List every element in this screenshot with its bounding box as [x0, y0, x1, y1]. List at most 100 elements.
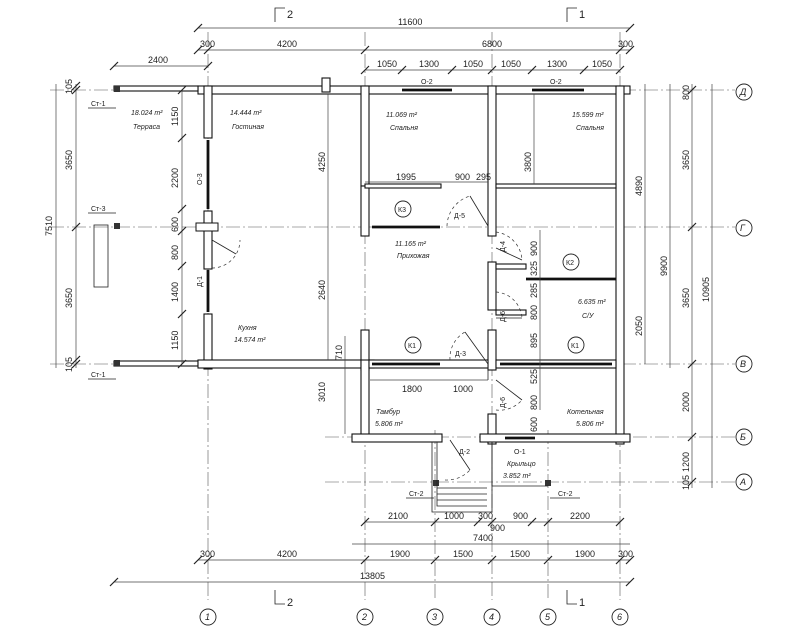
room-name-terrace: Терраса: [133, 124, 160, 131]
label-k1-right: К1: [571, 343, 579, 350]
room-name-bedroom-1: Спальня: [390, 125, 418, 132]
axis-label-3: 3: [432, 612, 437, 622]
room-name-living: Гостиная: [232, 124, 264, 131]
label-window-o3: О-3: [197, 173, 204, 185]
room-name-bedroom-2: Спальня: [576, 125, 604, 132]
axis-label-d: Д: [739, 87, 747, 97]
label-st1-bottom: Ст-1: [91, 372, 106, 379]
doors: [211, 195, 523, 481]
axis-label-4: 4: [489, 612, 494, 622]
axis-label-a: А: [739, 477, 746, 487]
dim-int-2640: 2640: [317, 280, 327, 300]
room-name-wc: С/У: [582, 313, 595, 320]
label-k3: К3: [398, 207, 406, 214]
axis-label-2: 2: [361, 612, 367, 622]
dim-right-105: 105: [681, 475, 691, 490]
dim-int-295: 295: [476, 172, 491, 182]
dim-int-3800: 3800: [523, 152, 533, 172]
room-area-boiler: 5.806 m²: [576, 421, 604, 428]
dim-int-895: 895: [529, 333, 539, 348]
label-door-d1: Д-1: [197, 276, 204, 287]
label-door-d5: Д-5: [454, 213, 465, 220]
dim-left-105-bottom: 105: [64, 357, 74, 372]
dim-right-2000: 2000: [681, 392, 691, 412]
dim-bottom-300-left: 300: [200, 549, 215, 559]
dim-int-800-a: 800: [529, 305, 539, 320]
dim-bottom-1500-a: 1500: [453, 549, 473, 559]
dim-left-1150-top: 1150: [170, 107, 180, 126]
dim-right-10905: 10905: [701, 277, 711, 302]
dim-int-900-a: 900: [455, 172, 470, 182]
label-k1-left: К1: [408, 343, 416, 350]
room-area-bedroom-2: 15.599 m²: [572, 112, 604, 119]
dim-left-1400: 1400: [170, 282, 180, 302]
dim-bottom-1900-b: 1900: [575, 549, 595, 559]
dim-int-1995: 1995: [396, 172, 416, 182]
section-mark-bottom-right: 1: [579, 597, 585, 609]
walls: [113, 77, 631, 445]
dim-bottom-300-right: 300: [618, 549, 633, 559]
dim-left-600: 600: [170, 217, 180, 232]
label-st1-top: Ст-1: [91, 101, 106, 108]
label-k2: К2: [566, 260, 574, 267]
axis-label-5: 5: [545, 612, 551, 622]
dim-left-105-top: 105: [64, 79, 74, 94]
dim-bottom-4200: 4200: [277, 549, 297, 559]
room-name-kitchen: Кухня: [238, 325, 257, 332]
axis-label-6: 6: [617, 612, 622, 622]
dim-bottom-7400: 7400: [473, 533, 493, 543]
label-door-d6-a: Д-6: [500, 311, 507, 322]
room-name-boiler: Котельная: [567, 409, 604, 416]
room-area-bedroom-1: 11.069 m²: [386, 112, 418, 119]
room-area-terrace: 18.024 m²: [131, 110, 163, 117]
dim-int-1000: 1000: [453, 384, 473, 394]
dim-left-1150-bottom: 1150: [170, 331, 180, 350]
label-st2-right: Ст-2: [558, 491, 573, 498]
room-name-porch: Крыльцо: [507, 461, 536, 468]
dim-left-3650-bottom: 3650: [64, 288, 74, 308]
dim-top-1050-a: 1050: [377, 59, 397, 69]
dim-left-3650-top: 3650: [64, 150, 74, 170]
dim-right-4890: 4890: [634, 176, 644, 196]
dim-top-1050-b: 1050: [463, 59, 483, 69]
axis-bubbles: [199, 83, 753, 626]
room-name-hall: Прихожая: [397, 253, 430, 260]
dim-left-7510: 7510: [44, 216, 54, 236]
label-st3: Ст-3: [91, 206, 106, 213]
dim-int-285: 285: [529, 283, 539, 298]
dim-bottom-1000: 1000: [444, 511, 464, 521]
room-area-vestibule: 5.806 m²: [375, 421, 403, 428]
label-window-o2-right: О-2: [550, 79, 562, 86]
dim-int-600: 600: [529, 417, 539, 432]
room-area-wc: 6.635 m²: [578, 299, 606, 306]
room-name-vestibule: Тамбур: [376, 408, 400, 416]
terrace-elements: [93, 86, 551, 513]
dim-top-300-right: 300: [618, 39, 633, 49]
label-door-d6-b: Д-6: [500, 397, 507, 408]
room-area-hall: 11.165 m²: [395, 241, 427, 248]
dim-left-2200: 2200: [170, 168, 180, 188]
section-mark-top-right: 1: [579, 9, 585, 21]
dim-int-800-b: 800: [529, 395, 539, 410]
dim-int-525: 525: [529, 369, 539, 384]
axis-label-g: Г: [740, 223, 746, 233]
dim-bottom-2200: 2200: [570, 511, 590, 521]
dimension-lines: [55, 23, 713, 587]
room-area-porch: 3.852 m²: [503, 473, 531, 480]
dim-right-9900: 9900: [659, 256, 669, 276]
section-marks: [274, 7, 577, 605]
dim-top-1050-d: 1050: [592, 59, 612, 69]
dim-right-3650-a: 3650: [681, 150, 691, 170]
dim-right-2050: 2050: [634, 316, 644, 336]
dim-int-1800: 1800: [402, 384, 422, 394]
dim-right-800: 800: [681, 85, 691, 100]
axis-label-1: 1: [205, 612, 210, 622]
dim-top-terrace-2400: 2400: [148, 55, 168, 65]
dim-int-3010: 3010: [317, 382, 327, 402]
dim-bottom-1900-a: 1900: [390, 549, 410, 559]
label-door-d4: Д-4: [500, 241, 507, 252]
dim-bottom-900-extra: 900: [490, 523, 505, 533]
dim-int-325: 325: [529, 261, 539, 276]
section-mark-bottom-left: 2: [287, 597, 293, 609]
